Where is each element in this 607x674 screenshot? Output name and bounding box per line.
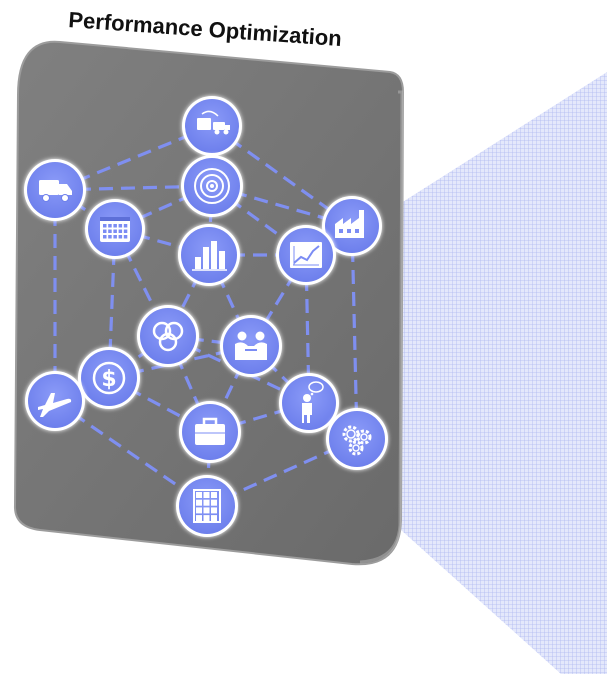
- dollar-icon: $: [78, 347, 140, 409]
- calendar-icon: [85, 199, 145, 259]
- thinking-person-icon: [279, 373, 339, 433]
- factory-icon: [322, 196, 382, 256]
- handshake-icon: [220, 315, 282, 377]
- airplane-icon: [25, 371, 85, 431]
- icon-nodes: $: [24, 96, 388, 537]
- connection-line: [209, 401, 310, 434]
- briefcase-icon: [179, 401, 241, 463]
- bar-chart-icon: [178, 224, 240, 286]
- target-icon: [181, 155, 243, 217]
- connection-line: [207, 254, 253, 347]
- projection-beam: [401, 72, 607, 674]
- truck-transfer-icon: [182, 96, 242, 156]
- delivery-truck-icon: [24, 159, 86, 221]
- connection-line: [54, 399, 208, 508]
- gears-icon: [326, 408, 388, 470]
- connection-line: [114, 227, 210, 257]
- recycle-icon: [137, 305, 199, 367]
- svg-text:$: $: [101, 367, 116, 392]
- connection-line: [350, 225, 359, 440]
- warehouse-shelves-icon: [176, 475, 238, 537]
- diagram-panel: [13, 40, 405, 566]
- connection-line: [166, 335, 212, 433]
- diagram-title: Performance Optimization: [68, 7, 343, 51]
- line-chart-icon: [276, 225, 336, 285]
